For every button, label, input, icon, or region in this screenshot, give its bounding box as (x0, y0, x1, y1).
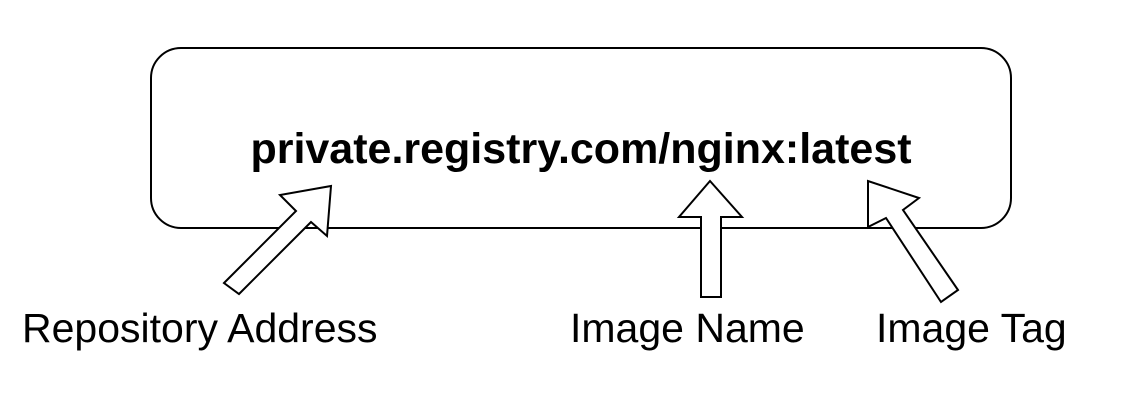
image-name-arrow (676, 179, 745, 298)
repository-address-arrow (222, 184, 333, 296)
image-tag-arrow (867, 179, 960, 304)
image-name-label: Image Name (570, 305, 805, 351)
image-tag-label: Image Tag (876, 305, 1067, 351)
image-reference-text: private.registry.com/nginx:latest (250, 125, 912, 173)
repository-address-label: Repository Address (22, 305, 378, 351)
image-reference-box (150, 47, 1012, 229)
